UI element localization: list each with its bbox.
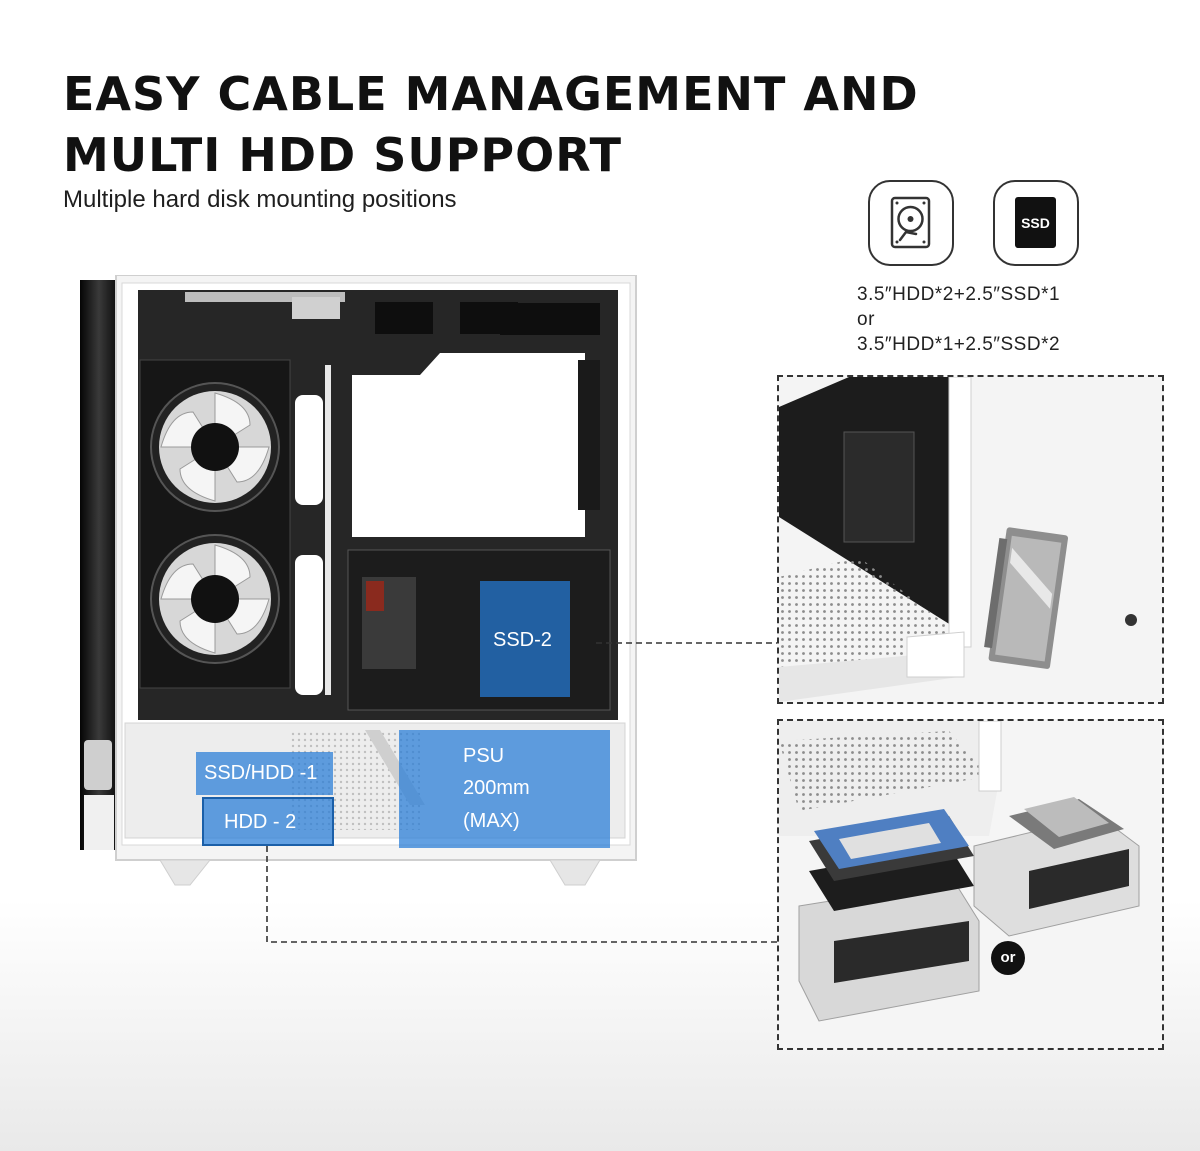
psu-label-2: 200mm xyxy=(463,777,530,799)
ssd-2-zone: SSD-2 xyxy=(480,581,570,697)
front-fans xyxy=(139,359,291,689)
support-option-2: 3.5″HDD*1+2.5″SSD*2 xyxy=(857,334,1061,355)
ssd-icon-label: SSD xyxy=(1021,215,1050,231)
psu-label-1: PSU xyxy=(463,745,505,767)
case-illustration: SSD-2 SSD/HDD -1 HDD - 2 PSU 200mm (MAX) xyxy=(80,274,640,887)
ssd-badge: SSD xyxy=(993,180,1079,266)
subtitle: Multiple hard disk mounting positions xyxy=(63,186,457,213)
or-badge: or xyxy=(991,941,1025,975)
headline: EASY CABLE MANAGEMENT AND MULTI HDD SUPP… xyxy=(63,64,919,186)
hdd-icon xyxy=(890,196,931,249)
hdd-stack xyxy=(798,809,980,1022)
support-separator: or xyxy=(857,309,875,330)
psu-label-3: (MAX) xyxy=(463,810,520,832)
hdd-cage-detail-drawing xyxy=(779,721,1162,1048)
ssd-2-label: SSD-2 xyxy=(493,629,552,651)
ssd-icon: SSD xyxy=(1015,197,1056,248)
hdd-cage-detail xyxy=(777,719,1164,1050)
headline-line-1: EASY CABLE MANAGEMENT AND xyxy=(63,67,919,121)
ssd-hdd-1-zone: SSD/HDD -1 xyxy=(196,752,333,795)
hdd-badge xyxy=(868,180,954,266)
ssd-bracket-detail-drawing xyxy=(779,377,1162,702)
headline-line-2: MULTI HDD SUPPORT xyxy=(63,128,622,182)
hdd-2-zone: HDD - 2 xyxy=(202,797,334,846)
support-option-1: 3.5″HDD*2+2.5″SSD*1 xyxy=(857,284,1061,305)
ssd-bracket-detail xyxy=(777,375,1164,704)
ssd-cage xyxy=(973,797,1140,937)
ssd-hdd-1-label: SSD/HDD -1 xyxy=(204,762,318,784)
psu-zone: PSU 200mm (MAX) xyxy=(399,730,610,848)
hdd-2-label: HDD - 2 xyxy=(224,811,297,833)
